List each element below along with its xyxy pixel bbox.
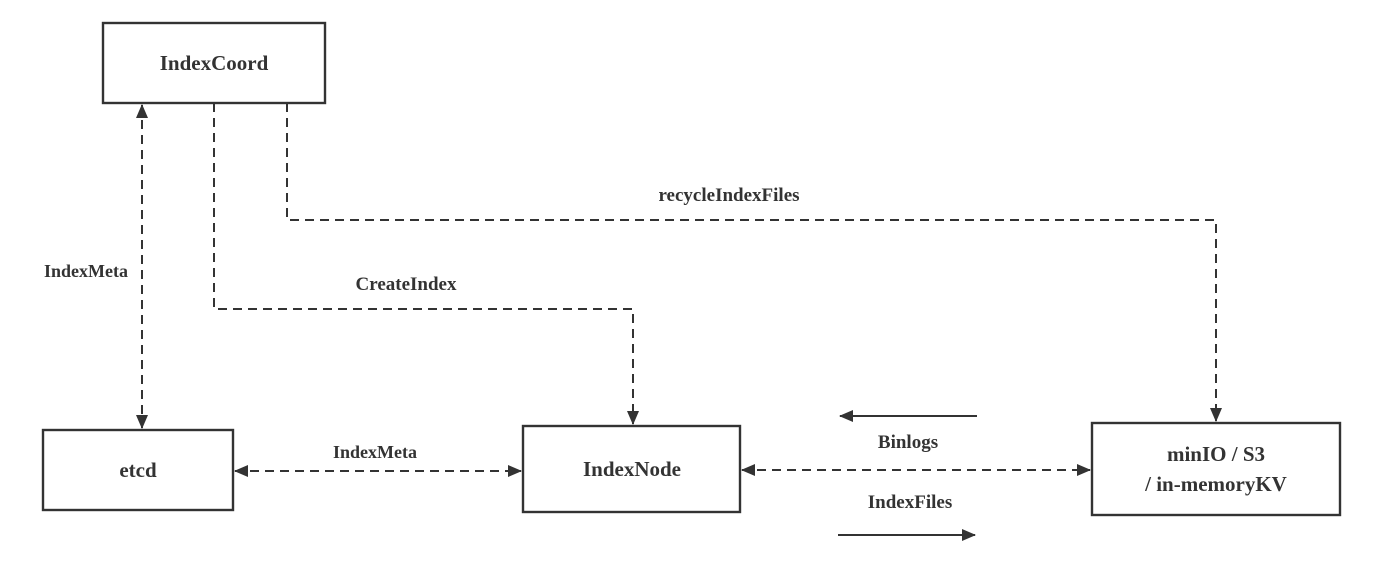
node-index-coord-box <box>101 21 327 105</box>
edge-create-index <box>213 103 639 425</box>
edge-label-recycle-index-files: recycleIndexFiles <box>658 185 799 206</box>
edge-recycle-index-files <box>286 103 1222 422</box>
node-index-node-box <box>521 424 742 514</box>
node-storage: minIO / S3 / in-memoryKV <box>1090 421 1342 517</box>
edge-label-indexmeta-bottom: IndexMeta <box>333 442 417 462</box>
node-storage-label-line1: minIO / S3 <box>1167 442 1265 466</box>
node-storage-label-line2: / in-memoryKV <box>1144 472 1287 496</box>
edge-label-create-index: CreateIndex <box>356 274 457 295</box>
edge-label-binlogs: Binlogs <box>878 432 938 453</box>
node-etcd-label: etcd <box>119 458 157 482</box>
node-index-node-label: IndexNode <box>583 457 681 481</box>
edge-label-indexmeta-left: IndexMeta <box>44 261 128 281</box>
node-index-coord-label: IndexCoord <box>160 51 269 75</box>
node-index-node: IndexNode <box>521 424 742 514</box>
edge-label-index-files: IndexFiles <box>868 492 952 513</box>
node-index-coord: IndexCoord <box>101 21 327 105</box>
node-etcd-box <box>41 428 235 512</box>
node-etcd: etcd <box>41 428 235 512</box>
node-storage-box <box>1090 421 1342 517</box>
